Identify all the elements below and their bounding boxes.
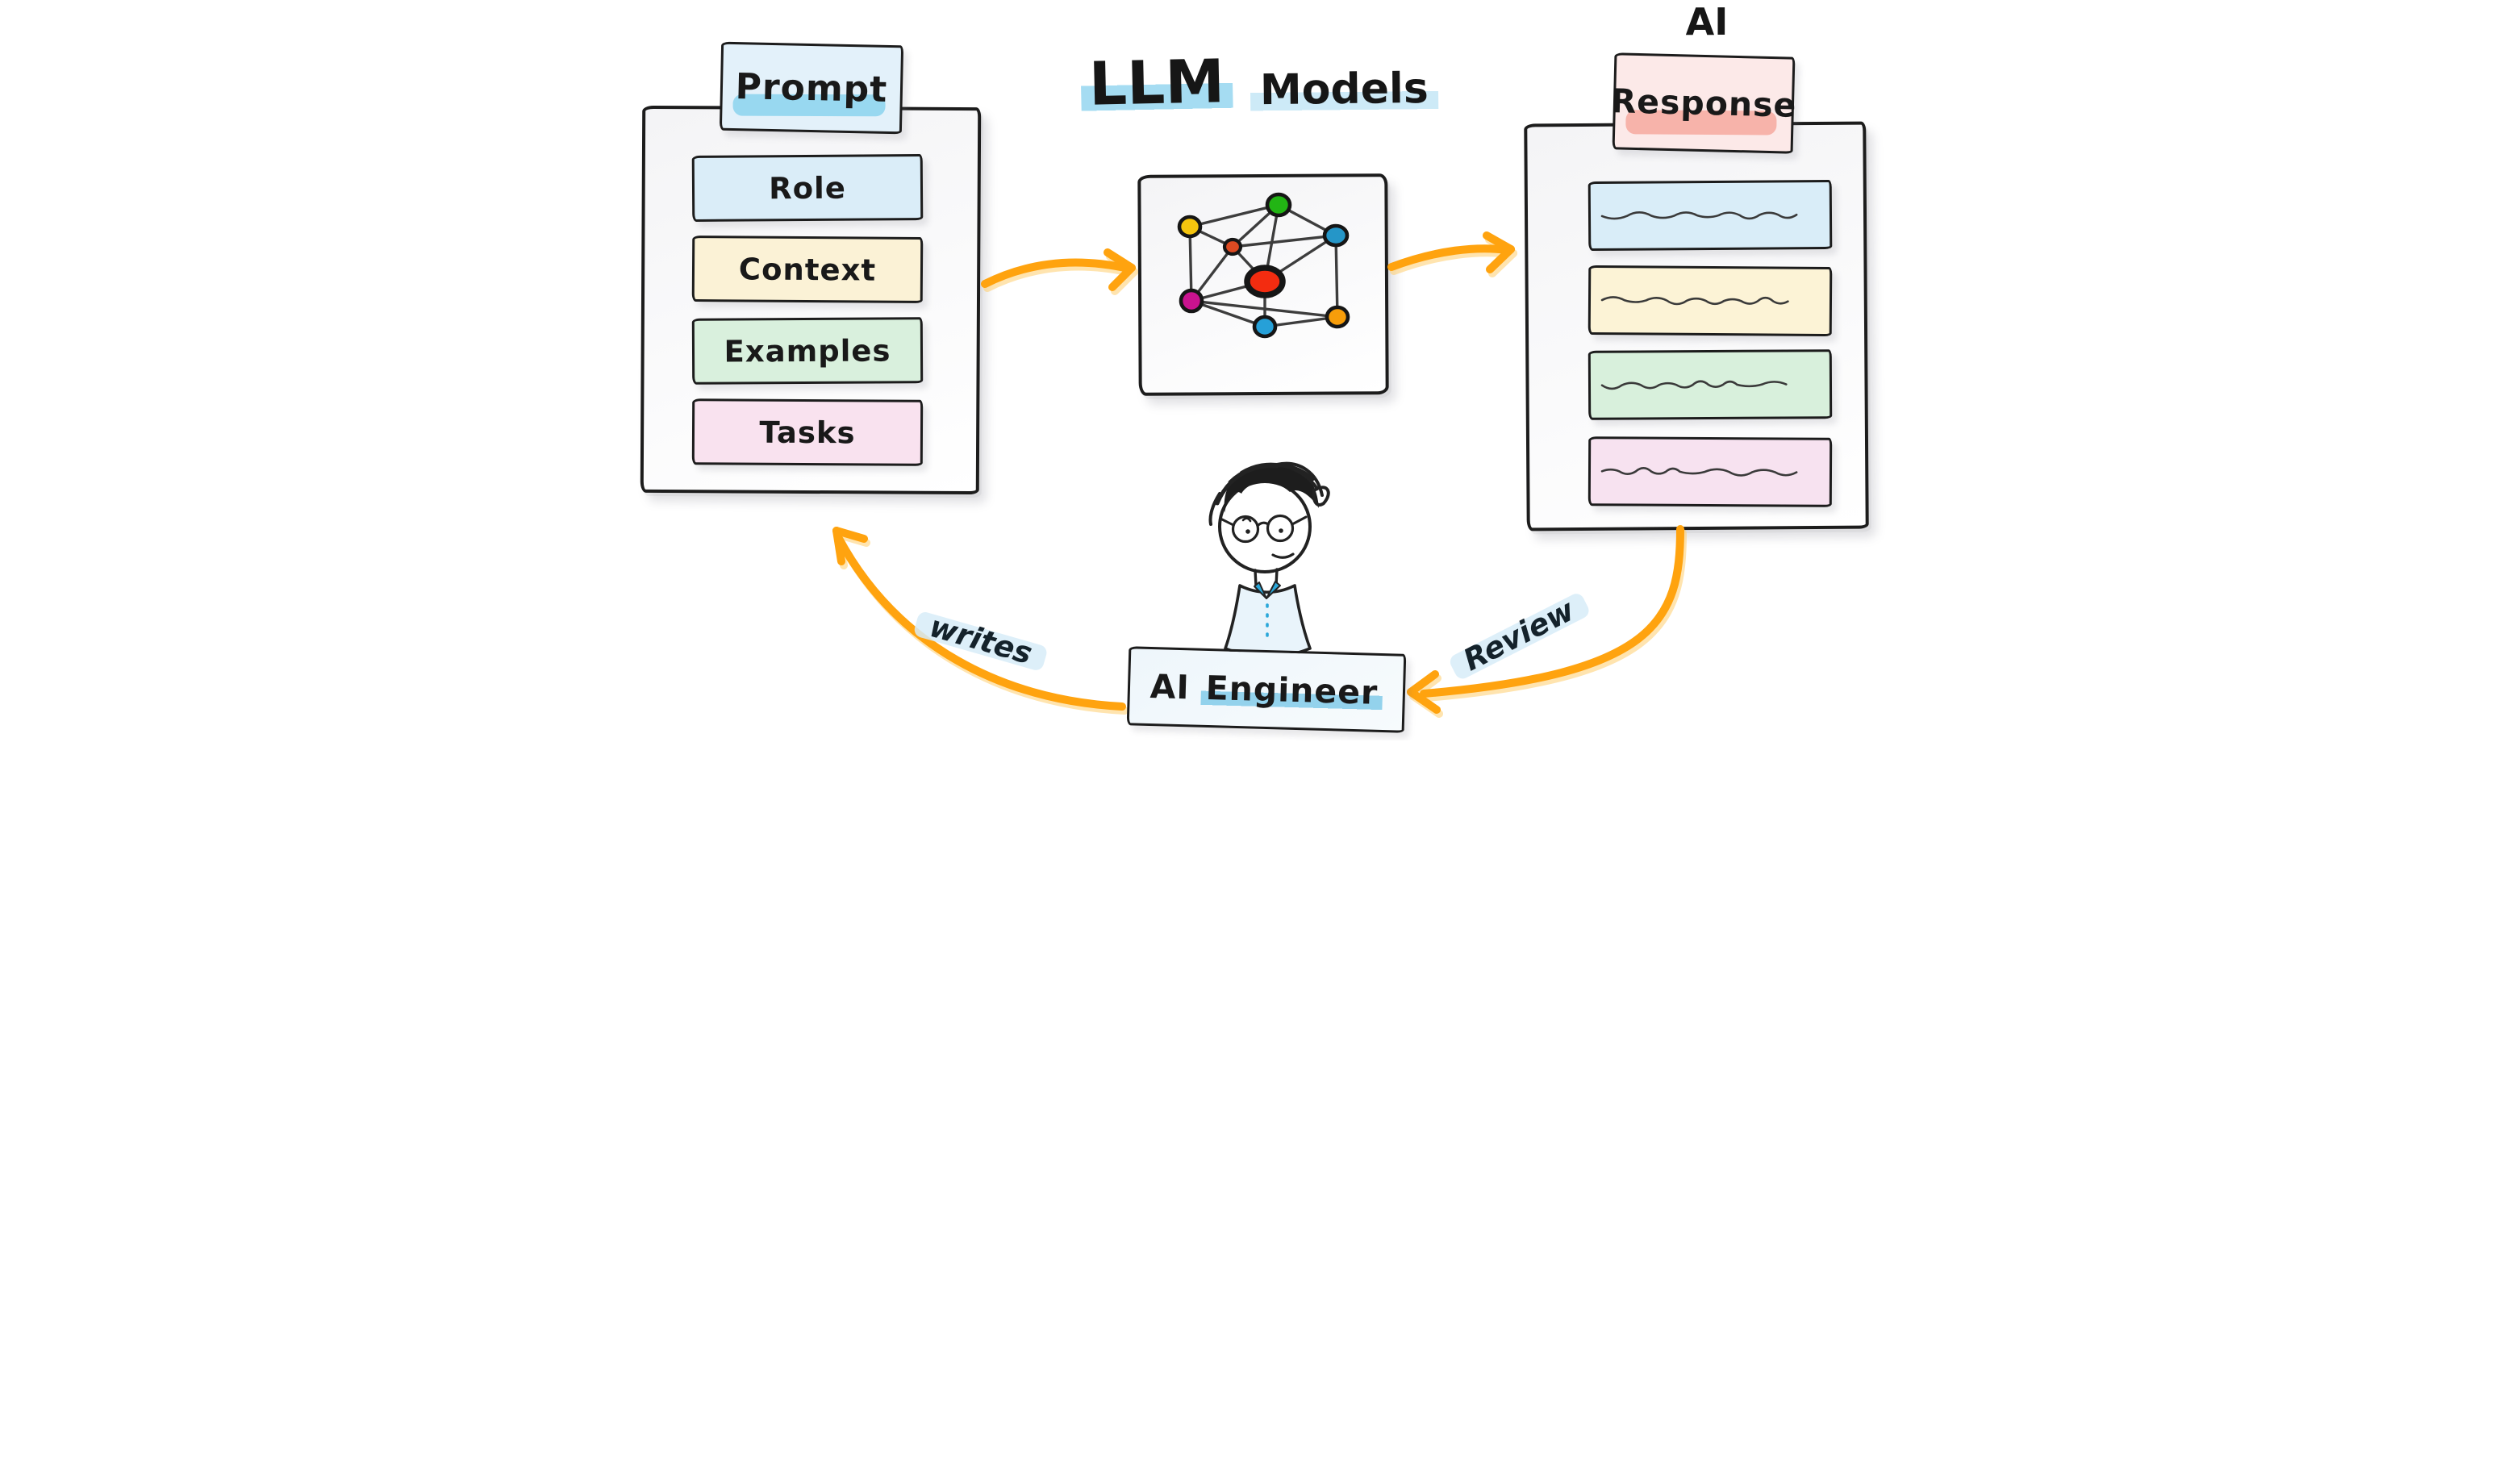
collar-icon bbox=[1266, 581, 1281, 599]
prompt-card-header: Prompt bbox=[719, 41, 904, 135]
collar-icon bbox=[1254, 582, 1267, 599]
network-node bbox=[1265, 192, 1292, 218]
eye-icon bbox=[1245, 529, 1250, 534]
prompt-section-context-label: Context bbox=[738, 251, 877, 288]
arrow-llm-to-response bbox=[1387, 231, 1515, 273]
network-node bbox=[1325, 305, 1350, 329]
glasses-icon bbox=[1231, 515, 1260, 544]
engineer-avatar bbox=[1208, 461, 1330, 659]
llm-models-title: LLM Models bbox=[1070, 47, 1449, 137]
response-row bbox=[1588, 349, 1833, 420]
ai-engineer-box: AI Engineer bbox=[1126, 646, 1407, 733]
prompt-section-examples-label: Examples bbox=[724, 332, 891, 369]
hair-tuft-icon bbox=[1312, 486, 1330, 507]
llm-title-text: LLM bbox=[1079, 47, 1233, 119]
text-squiggle bbox=[1600, 211, 1798, 220]
shirt-icon bbox=[1224, 584, 1312, 659]
prompt-section-role: Role bbox=[691, 154, 924, 222]
text-squiggle bbox=[1600, 296, 1789, 306]
prompt-section-examples: Examples bbox=[691, 317, 924, 385]
writes-label: writes bbox=[911, 602, 1051, 678]
smile-icon bbox=[1271, 552, 1295, 559]
prompt-section-role-label: Role bbox=[769, 170, 846, 206]
ai-engineer-label-ai: AI bbox=[1149, 666, 1191, 707]
text-squiggle bbox=[1600, 380, 1788, 390]
models-title-text: Models bbox=[1250, 64, 1438, 115]
network-node bbox=[1252, 315, 1278, 339]
network-node bbox=[1222, 237, 1243, 256]
hair-icon bbox=[1224, 462, 1319, 513]
prompt-section-context: Context bbox=[691, 236, 924, 303]
writes-label-text: writes bbox=[925, 608, 1037, 672]
network-node bbox=[1244, 265, 1286, 298]
response-card-header: Response bbox=[1610, 52, 1797, 154]
review-label-text: Review bbox=[1458, 592, 1580, 678]
response-card-title: Response bbox=[1610, 81, 1797, 125]
ai-response-top-label: AI bbox=[1685, 0, 1729, 44]
arrow-prompt-to-llm bbox=[981, 248, 1136, 291]
network-node bbox=[1179, 288, 1204, 314]
diagram-canvas: Prompt Role Context Examples Tasks LLM M… bbox=[630, 0, 1890, 740]
prompt-card-title: Prompt bbox=[735, 65, 888, 110]
response-row bbox=[1588, 179, 1833, 252]
ai-engineer-label-role: Engineer bbox=[1200, 668, 1383, 713]
network-node bbox=[1322, 223, 1350, 248]
response-row bbox=[1588, 265, 1833, 337]
eye-icon bbox=[1279, 528, 1283, 533]
prompt-section-tasks: Tasks bbox=[691, 398, 924, 466]
response-row bbox=[1588, 436, 1833, 507]
review-label: Review bbox=[1443, 583, 1594, 687]
ai-engineer-label: AI Engineer bbox=[1149, 666, 1383, 713]
network-node bbox=[1177, 215, 1203, 239]
text-squiggle bbox=[1600, 467, 1798, 477]
prompt-section-tasks-label: Tasks bbox=[759, 415, 856, 450]
neural-network-icon bbox=[1177, 192, 1350, 339]
